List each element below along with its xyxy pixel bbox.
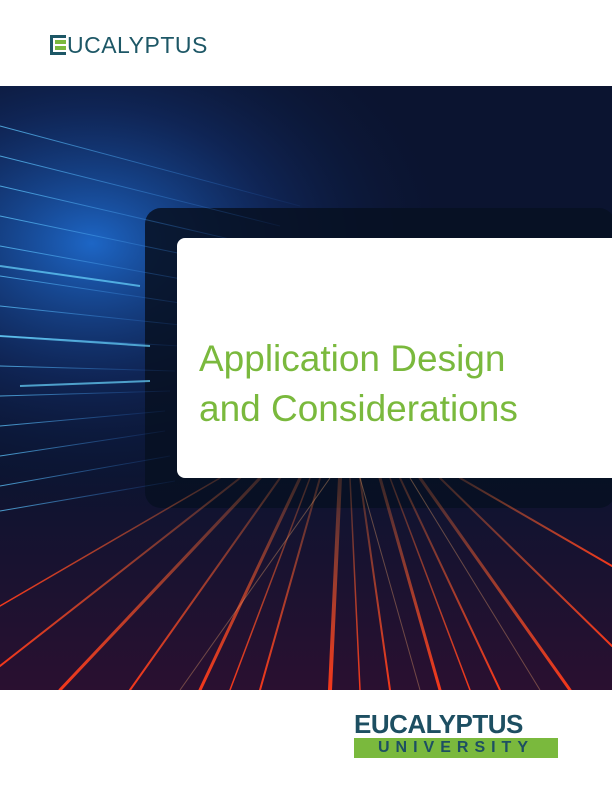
footer-brand-bottom: UNIVERSITY bbox=[354, 738, 558, 758]
header-logo: UCALYPTUS bbox=[50, 32, 208, 58]
header-brand-name: UCALYPTUS bbox=[67, 32, 208, 58]
footer-brand-top: EUCALYPTUS bbox=[354, 709, 523, 739]
eucalyptus-e-logo-icon bbox=[50, 35, 66, 55]
title-card: Application Design and Considerations bbox=[177, 238, 612, 478]
document-title: Application Design and Considerations bbox=[199, 338, 518, 429]
footer-logo: EUCALYPTUS UNIVERSITY bbox=[354, 709, 558, 758]
